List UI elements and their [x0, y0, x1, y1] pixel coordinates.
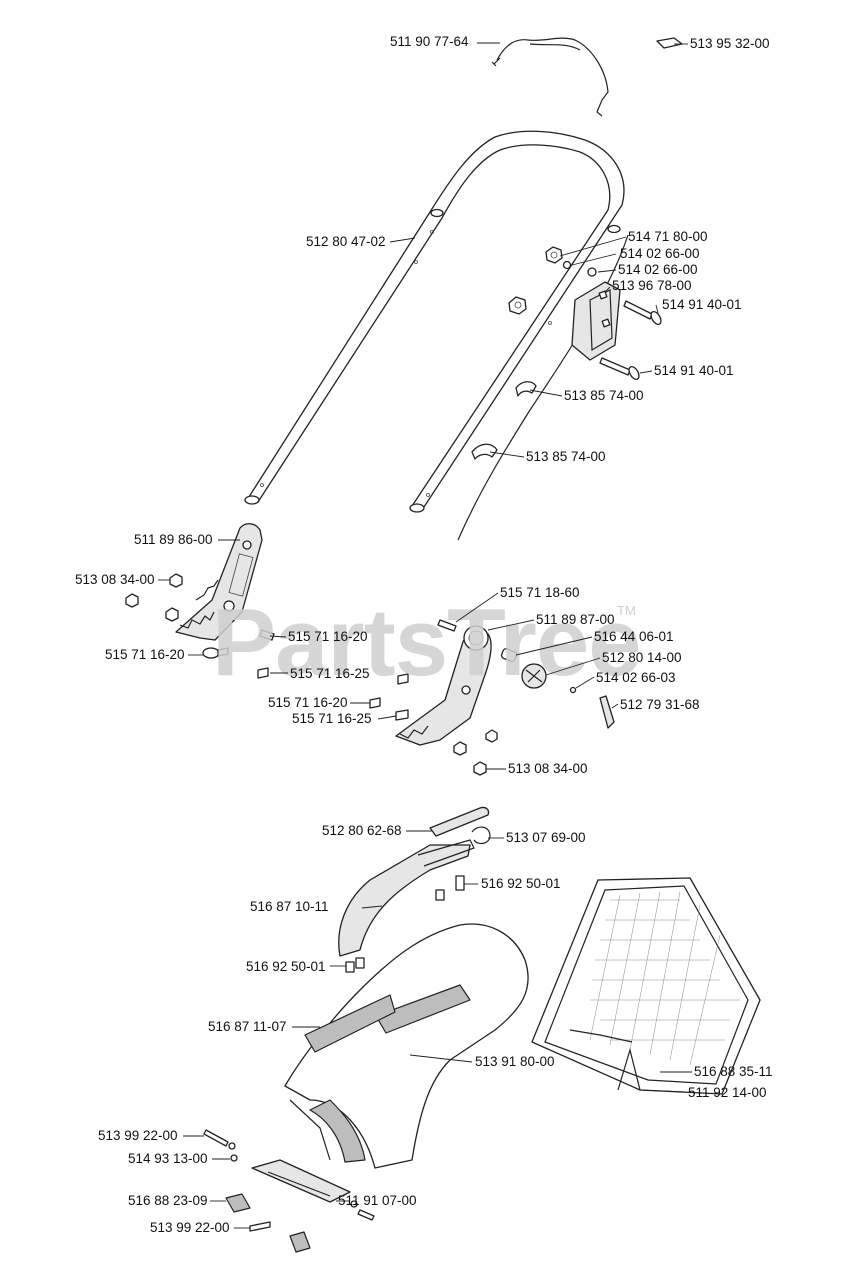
nut-part[interactable] — [508, 296, 527, 315]
watermark: PartsTree — [212, 589, 642, 696]
upper-handle-part[interactable] — [244, 130, 625, 513]
part-label[interactable]: 511 89 87-00 — [536, 612, 615, 627]
nut-part[interactable] — [125, 573, 183, 622]
washer-part[interactable] — [230, 1154, 358, 1208]
part-label[interactable]: 515 71 16-25 — [292, 711, 372, 726]
part-label[interactable]: 512 80 47-02 — [306, 234, 386, 249]
part-label[interactable]: 516 87 10-11 — [250, 899, 329, 914]
part-label[interactable]: 513 07 69-00 — [506, 830, 586, 845]
grass-catcher-part[interactable] — [531, 877, 761, 1095]
part-label[interactable]: 513 08 34-00 — [508, 761, 588, 776]
height-adjuster-right-part[interactable] — [395, 625, 492, 746]
part-label[interactable]: 516 87 11-07 — [208, 1019, 287, 1034]
bolt-part[interactable] — [599, 357, 641, 381]
cable-clip-part[interactable] — [515, 381, 537, 397]
nut-part[interactable] — [545, 246, 563, 264]
deflector-handle-part[interactable] — [338, 839, 475, 957]
knob-part[interactable] — [521, 663, 547, 689]
watermark-trademark: TM — [617, 603, 636, 618]
lever-cap-part[interactable] — [599, 695, 615, 729]
part-label[interactable]: 513 85 74-00 — [564, 388, 644, 403]
part-label[interactable]: 515 71 16-25 — [290, 666, 370, 681]
part-label[interactable]: 515 71 16-20 — [288, 629, 368, 644]
part-label[interactable]: 513 08 34-00 — [75, 572, 155, 587]
part-label[interactable]: 511 89 86-00 — [134, 532, 213, 547]
part-label[interactable]: 511 90 77-64 — [390, 34, 469, 49]
part-label[interactable]: 515 71 16-20 — [105, 647, 185, 662]
part-label[interactable]: 513 99 22-00 — [98, 1128, 178, 1143]
part-label[interactable]: 514 93 13-00 — [128, 1151, 208, 1166]
part-label[interactable]: 512 80 62-68 — [322, 823, 402, 838]
part-label[interactable]: 515 71 18-60 — [500, 585, 580, 600]
hinge-part[interactable] — [225, 1193, 311, 1253]
screw-part[interactable] — [202, 629, 409, 685]
chute-lever-part[interactable] — [429, 806, 490, 837]
spring-part[interactable] — [471, 826, 491, 845]
part-label[interactable]: 513 91 80-00 — [475, 1054, 555, 1069]
part-label[interactable]: 514 91 40-01 — [662, 297, 742, 312]
decal-part[interactable] — [656, 37, 683, 49]
part-label[interactable]: 514 02 66-03 — [596, 670, 676, 685]
screw-part[interactable] — [345, 875, 465, 973]
part-label[interactable]: 512 80 14-00 — [602, 650, 682, 665]
part-label[interactable]: 511 91 07-00 — [338, 1193, 417, 1208]
part-label[interactable]: 514 02 66-00 — [618, 262, 698, 277]
part-label[interactable]: 513 96 78-00 — [612, 278, 692, 293]
part-label[interactable]: 514 02 66-00 — [620, 246, 700, 261]
screw-part[interactable] — [369, 619, 457, 721]
rivet-part[interactable] — [203, 1129, 375, 1232]
part-label[interactable]: 513 99 22-00 — [150, 1220, 230, 1235]
part-label[interactable]: 516 88 35-11 — [694, 1064, 773, 1079]
rear-cover-part[interactable] — [284, 923, 529, 1169]
control-cable-part[interactable] — [491, 37, 609, 117]
part-label[interactable]: 514 71 80-00 — [628, 229, 708, 244]
part-label[interactable]: 516 92 50-01 — [246, 959, 326, 974]
spacer-part[interactable] — [500, 648, 518, 662]
part-label[interactable]: 513 85 74-00 — [526, 449, 606, 464]
part-label[interactable]: 515 71 16-20 — [268, 695, 348, 710]
nut-part[interactable] — [453, 729, 498, 776]
handle-bracket-part[interactable] — [571, 281, 621, 361]
part-label[interactable]: 514 91 40-01 — [654, 363, 734, 378]
part-label[interactable]: 516 88 23-09 — [128, 1193, 208, 1208]
catcher-frame-part[interactable] — [617, 1047, 641, 1091]
part-label[interactable]: 513 95 32-00 — [690, 36, 770, 51]
part-label[interactable]: 516 92 50-01 — [481, 876, 561, 891]
part-label[interactable]: 511 92 14-00 — [688, 1085, 767, 1100]
washer-part[interactable] — [569, 686, 577, 694]
part-label[interactable]: 512 79 31-68 — [620, 697, 700, 712]
washer-part[interactable] — [562, 260, 597, 277]
hinge-bracket-part[interactable] — [251, 1159, 351, 1203]
height-adjuster-left-part[interactable] — [175, 523, 263, 641]
part-label[interactable]: 516 44 06-01 — [594, 629, 674, 644]
cable-clip-part[interactable] — [471, 443, 498, 460]
bolt-part[interactable] — [623, 300, 663, 326]
